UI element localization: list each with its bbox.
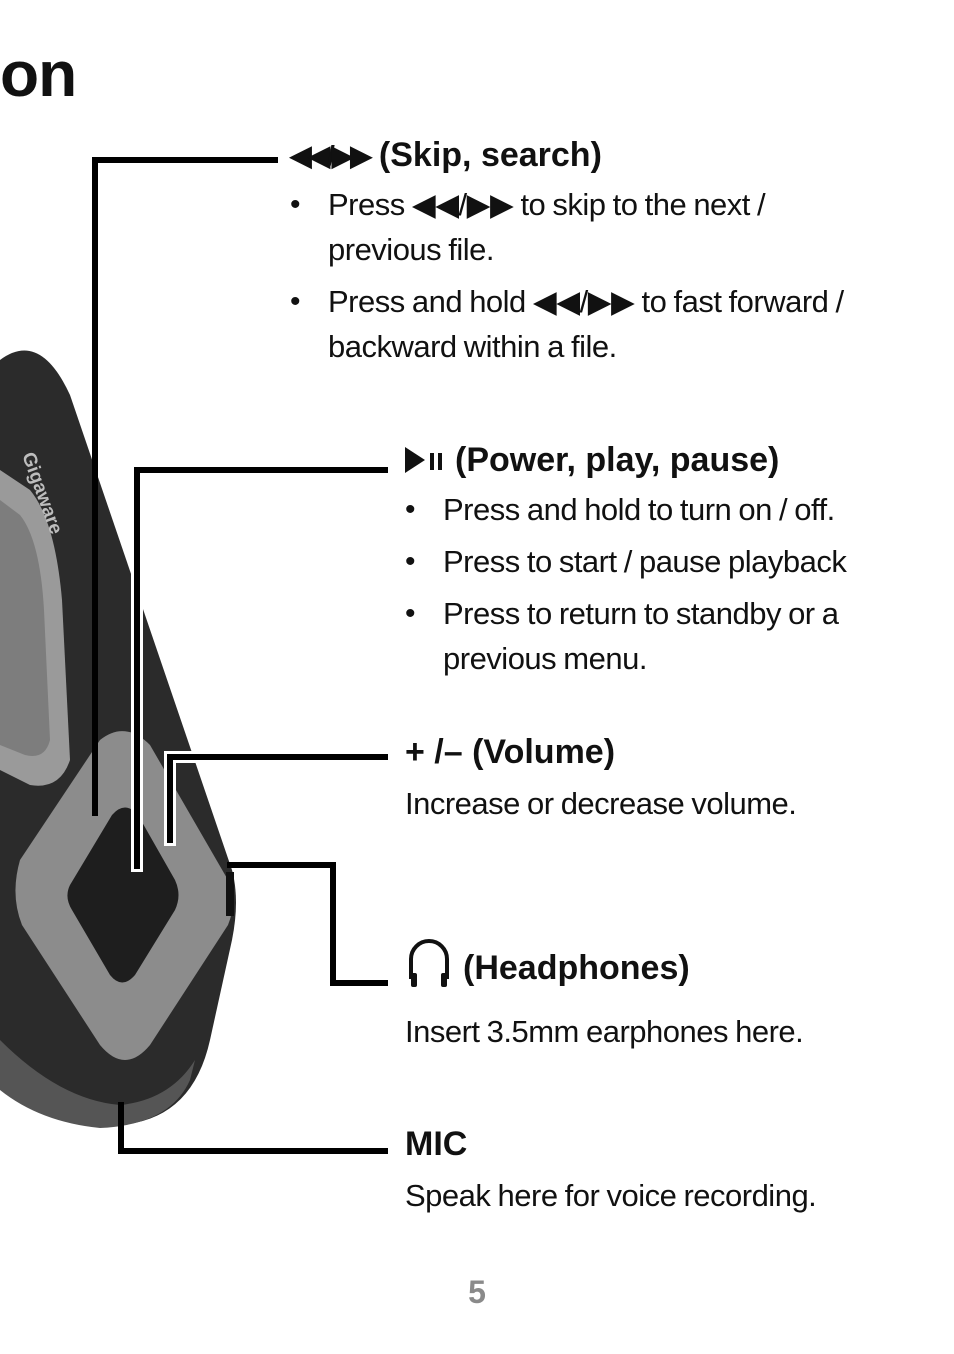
page-title-fragment: on [0, 38, 77, 110]
power-heading: (Power, play, pause) [405, 440, 865, 481]
mic-heading: MIC [405, 1125, 468, 1163]
device-headphone-jack [226, 872, 234, 916]
list-item: •Press and hold ◀◀/▶▶ to fast forward / … [290, 279, 850, 369]
bullet-icon: • [405, 596, 416, 630]
headphones-description: Insert 3.5mm earphones here. [405, 1013, 804, 1049]
power-section: (Power, play, pause) •Press and hold to … [405, 440, 865, 688]
power-bullets: •Press and hold to turn on / off. •Press… [405, 487, 865, 681]
list-item: •Press ◀◀/▶▶ to skip to the next / previ… [290, 182, 850, 272]
power-heading-text: (Power, play, pause) [455, 441, 780, 479]
headphones-heading-text: (Headphones) [463, 948, 690, 987]
list-item: •Press to return to standby or a previou… [405, 591, 865, 681]
skip-heading-text: (Skip, search) [378, 136, 602, 174]
bullet-icon: • [290, 187, 301, 221]
play-pause-icon [405, 447, 445, 474]
headphones-heading: (Headphones) [405, 935, 803, 1001]
skip-heading: ◀◀/▶▶ (Skip, search) [290, 135, 850, 176]
skip-icon: ◀◀/▶▶ [290, 139, 372, 171]
headphones-icon [405, 935, 453, 1001]
mic-section: MIC Speak here for voice recording. [405, 1124, 817, 1218]
skip-section: ◀◀/▶▶ (Skip, search) •Press ◀◀/▶▶ to ski… [290, 135, 850, 376]
bullet-icon: • [290, 284, 301, 318]
bullet-icon: • [405, 544, 416, 578]
headphones-section: (Headphones) Insert 3.5mm earphones here… [405, 935, 804, 1054]
headphones-callout-line [227, 862, 388, 986]
list-item: •Press to start / pause playback [405, 539, 865, 584]
skip-bullets: •Press ◀◀/▶▶ to skip to the next / previ… [290, 182, 850, 369]
volume-description: Increase or decrease volume. [405, 785, 797, 821]
mic-description: Speak here for voice recording. [405, 1177, 817, 1213]
device-center-button [67, 807, 179, 983]
page-number: 5 [468, 1274, 486, 1310]
device-edge [0, 1040, 195, 1128]
skip-callout-line [92, 157, 278, 816]
volume-heading: + /– (Volume) [405, 733, 616, 771]
mic-callout-line [118, 1102, 388, 1154]
list-item: •Press and hold to turn on / off. [405, 487, 865, 532]
bullet-icon: • [405, 492, 416, 526]
volume-section: + /– (Volume) Increase or decrease volum… [405, 732, 797, 826]
volume-callout-line [164, 751, 391, 846]
